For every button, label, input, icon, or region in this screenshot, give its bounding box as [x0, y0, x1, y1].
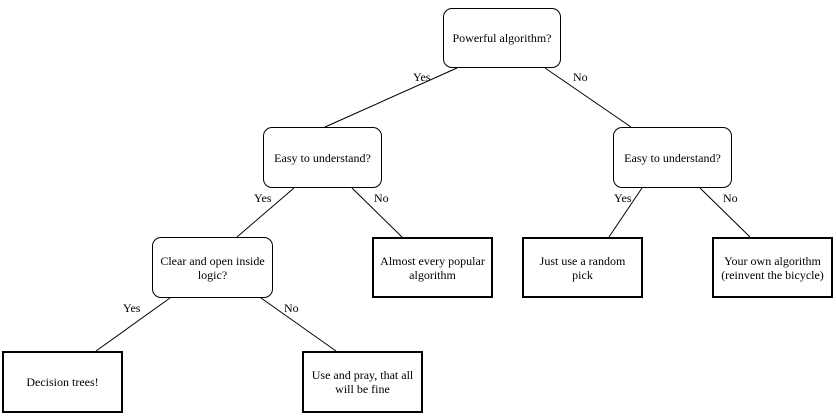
node-clear-and-open-logic-label: Clear and open inside logic?	[160, 253, 265, 282]
node-almost-every-popular-algorithm-label: Almost every popular algorithm	[380, 253, 485, 282]
node-easy-to-understand-left: Easy to understand?	[263, 127, 382, 188]
edge-label-clear-yes: Yes	[123, 301, 141, 315]
node-clear-and-open-logic: Clear and open inside logic?	[152, 237, 273, 298]
node-use-and-pray-label: Use and pray, that all will be fine	[311, 368, 414, 396]
node-easy-to-understand-right-label: Easy to understand?	[624, 150, 721, 165]
node-decision-trees: Decision trees!	[2, 351, 123, 413]
edge-root-no	[544, 67, 632, 128]
node-easy-to-understand-left-label: Easy to understand?	[274, 150, 371, 165]
edge-easy-right-yes	[608, 187, 643, 238]
node-easy-to-understand-right: Easy to understand?	[613, 127, 732, 188]
edge-label-root-no: No	[573, 70, 588, 84]
node-your-own-algorithm-label: Your own algorithm (reinvent the bicycle…	[721, 253, 824, 282]
edge-label-easy-right-no: No	[723, 191, 738, 205]
edge-easy-right-no	[699, 187, 751, 238]
node-almost-every-popular-algorithm: Almost every popular algorithm	[372, 237, 493, 298]
node-just-use-random-pick-label: Just use a random pick	[539, 253, 626, 282]
edge-root-yes	[324, 67, 458, 128]
node-decision-trees-label: Decision trees!	[26, 375, 99, 389]
node-your-own-algorithm: Your own algorithm (reinvent the bicycle…	[712, 237, 833, 298]
edge-label-easy-left-yes: Yes	[254, 191, 272, 205]
edge-label-easy-right-yes: Yes	[614, 191, 632, 205]
edge-easy-left-no	[351, 187, 403, 238]
node-powerful-algorithm: Powerful algorithm?	[443, 8, 561, 68]
node-use-and-pray: Use and pray, that all will be fine	[302, 351, 423, 413]
edge-clear-no	[260, 297, 337, 352]
edge-easy-left-yes	[236, 187, 295, 238]
edge-label-clear-no: No	[284, 301, 299, 315]
node-just-use-random-pick: Just use a random pick	[522, 237, 643, 298]
edge-label-root-yes: Yes	[413, 70, 431, 84]
node-powerful-algorithm-label: Powerful algorithm?	[452, 31, 552, 45]
edge-clear-yes	[95, 297, 171, 352]
edge-label-easy-left-no: No	[374, 191, 389, 205]
